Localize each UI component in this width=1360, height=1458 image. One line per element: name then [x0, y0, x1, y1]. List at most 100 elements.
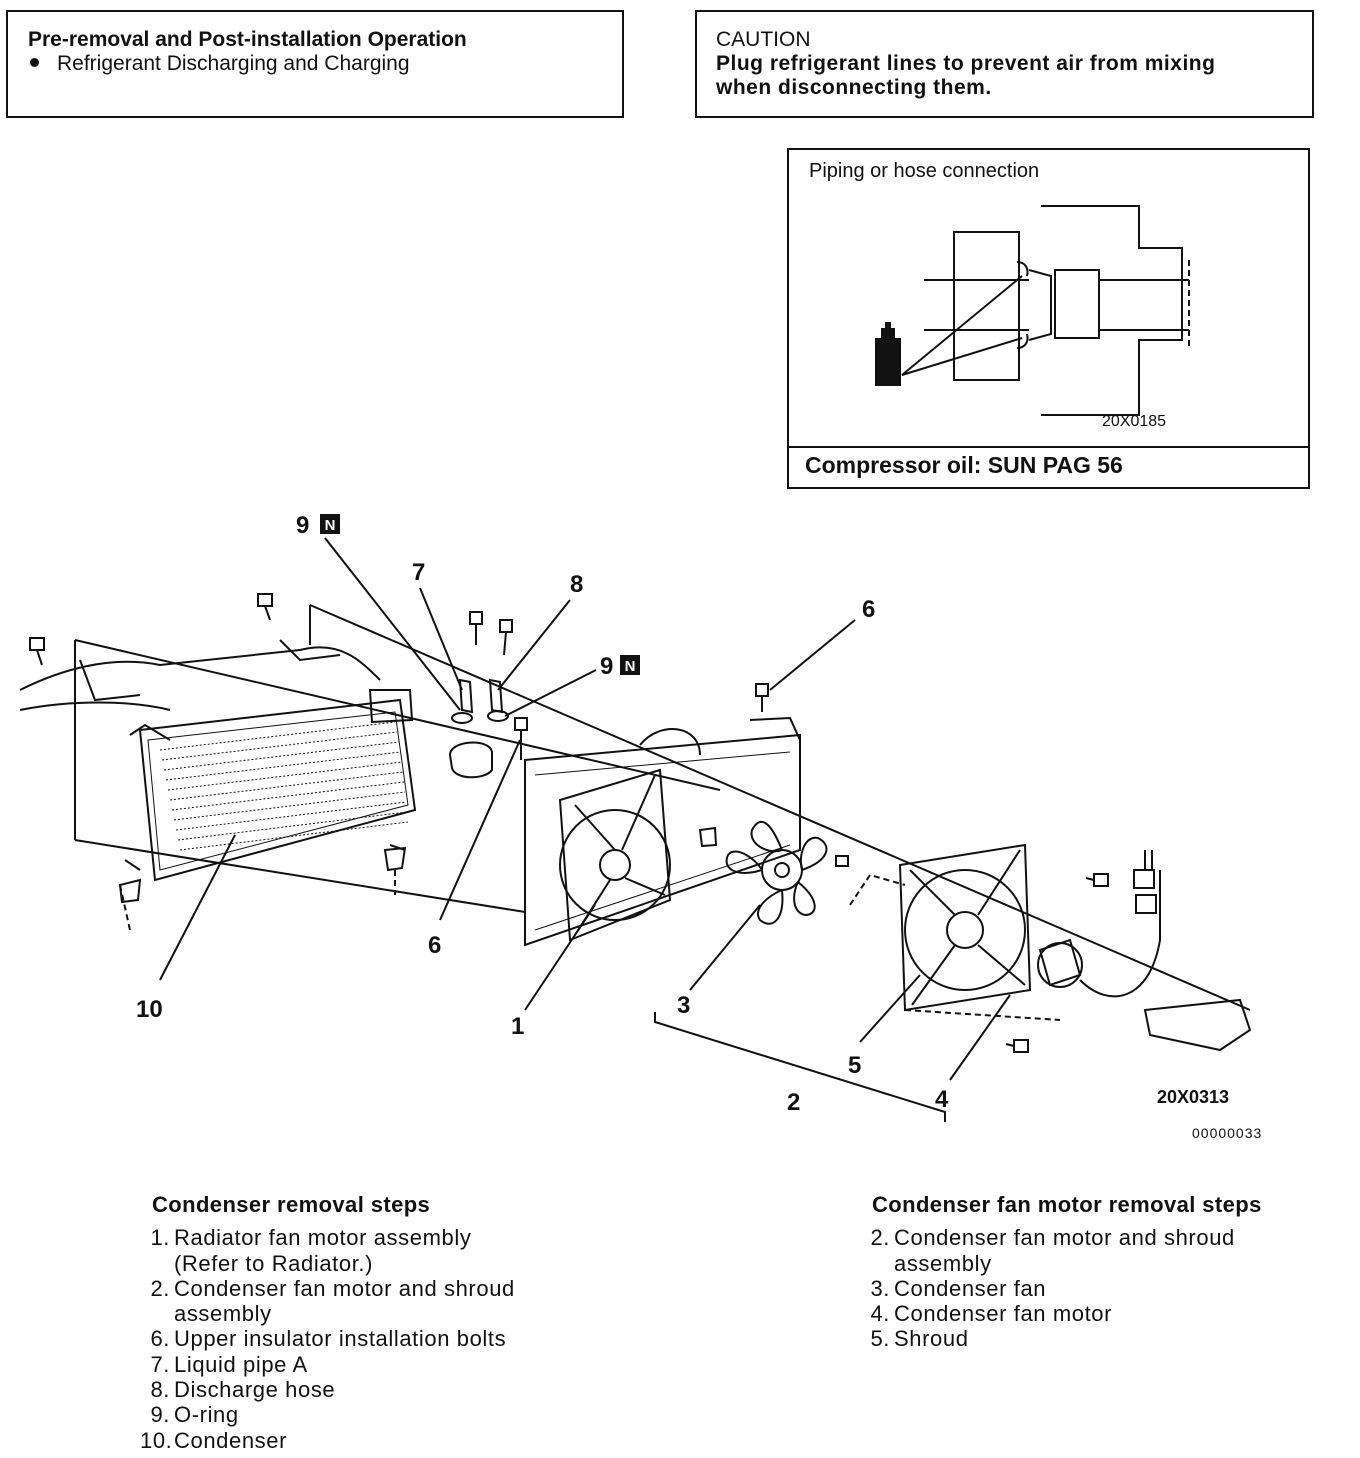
list-item: 6.Upper insulator installation bolts: [140, 1326, 515, 1351]
step-text: Discharge hose: [174, 1377, 336, 1403]
diagram-serial: 00000033: [1192, 1125, 1262, 1141]
leader-4: [949, 994, 1011, 1081]
body-panel-outline: [19, 646, 381, 691]
step-number: 3.: [870, 1275, 890, 1301]
pre-removal-title: Pre-removal and Post-installation Operat…: [28, 28, 467, 51]
step-number: 7.: [150, 1351, 170, 1377]
upper-insulator: [448, 741, 493, 779]
condenser-steps-heading: Condenser removal steps: [152, 1192, 431, 1217]
callout-7: 7: [412, 559, 425, 586]
step-number: 2.: [870, 1225, 890, 1251]
lower-insulator-left: [118, 878, 142, 904]
step-text: Condenser fan motor: [894, 1301, 1113, 1327]
caution-line-1: Plug refrigerant lines to prevent air fr…: [716, 52, 1216, 75]
new-part-badge: N: [620, 655, 640, 675]
leader-6-right: [769, 619, 856, 691]
caution-line-2: when disconnecting them.: [716, 76, 992, 99]
caution-box: CAUTION Plug refrigerant lines to preven…: [695, 10, 1314, 118]
step-text: Condenser fan motor and shroud: [174, 1275, 515, 1301]
pipe-nut: [1054, 269, 1100, 339]
bolt-icon: [469, 611, 483, 645]
frame-line-top: [309, 604, 1251, 1011]
step-number: 6.: [150, 1326, 170, 1352]
callout-6: 6: [428, 932, 441, 959]
radiator: [524, 716, 801, 947]
caution-title: CAUTION: [716, 28, 811, 51]
diagram-code: 20X0313: [1157, 1087, 1229, 1107]
leader-9-lower: [504, 669, 597, 717]
step-text: Condenser fan motor and shroud: [894, 1225, 1235, 1251]
step-number: 5.: [870, 1326, 890, 1352]
list-item: 9.O-ring: [140, 1402, 515, 1427]
callout-2: 2: [787, 1089, 800, 1116]
new-part-badge: N: [320, 514, 340, 534]
compressor-oil-label: Compressor oil: SUN PAG 56: [805, 452, 1123, 478]
bolt-icon: [1085, 873, 1109, 887]
leader-7: [419, 587, 463, 691]
step-text: Radiator fan motor assembly: [174, 1225, 472, 1251]
right-flange-block: [1041, 205, 1183, 416]
bolt-icon: [29, 637, 45, 666]
step-number: 1.: [150, 1225, 170, 1251]
leader-3: [689, 904, 761, 991]
callout-10: 10: [136, 996, 163, 1023]
step-number: 2.: [150, 1275, 170, 1301]
svg-text:N: N: [325, 517, 336, 534]
bullet-icon: [30, 57, 39, 67]
leader-1: [524, 904, 596, 1011]
list-item: 8.Discharge hose: [140, 1377, 515, 1402]
callout-4: 4: [935, 1086, 949, 1113]
pipe-left: [924, 279, 1029, 331]
lower-insulator-right: [383, 846, 407, 872]
callout-3: 3: [677, 992, 690, 1019]
pre-removal-item: Refrigerant Discharging and Charging: [30, 52, 410, 76]
step-text: Upper insulator installation bolts: [174, 1326, 507, 1352]
step-number: 8.: [150, 1377, 170, 1403]
step-text: Condenser: [174, 1427, 288, 1453]
condenser-fan-motor: [1037, 938, 1083, 988]
piping-box: Piping or hose connection 20X0185 Compr: [787, 148, 1310, 489]
bolt-icon: [1005, 1039, 1029, 1053]
callout-6: 6: [862, 596, 875, 623]
bolt-icon: [835, 855, 849, 867]
bolt-icon: [499, 619, 513, 656]
step-text-cont: assembly: [894, 1250, 992, 1276]
step-text: O-ring: [174, 1402, 239, 1428]
liquid-pipe-a: [458, 678, 474, 714]
svg-text:N: N: [625, 658, 636, 675]
shroud: [898, 843, 1032, 1012]
pre-removal-item-text: Refrigerant Discharging and Charging: [57, 52, 410, 75]
list-item: 7.Liquid pipe A: [140, 1352, 515, 1377]
wiring-harness: [1079, 870, 1161, 998]
piping-divider: [789, 446, 1308, 448]
bolt-icon: [755, 683, 769, 712]
radiator-fan-motor-assembly: [558, 768, 672, 942]
fan-steps-heading: Condenser fan motor removal steps: [872, 1192, 1262, 1217]
o-ring: [487, 710, 509, 722]
list-item: 5.Shroud: [860, 1326, 1262, 1351]
step-number: 10.: [140, 1427, 173, 1453]
connector-icon: [1133, 869, 1155, 889]
callout-9: 9: [296, 512, 309, 539]
bolt-icon: [514, 717, 528, 760]
condenser-fan: [725, 820, 828, 925]
step-text: Shroud: [894, 1326, 969, 1352]
pipe-right: [1099, 279, 1189, 331]
piping-title: Piping or hose connection: [809, 160, 1040, 182]
step-text-cont: (Refer to Radiator.): [174, 1250, 374, 1276]
callout-9: 9: [600, 653, 613, 680]
fan-motor-removal-steps: Condenser fan motor removal steps 2.Cond…: [860, 1192, 1262, 1352]
condenser: [124, 689, 417, 882]
step-number: 9.: [150, 1402, 170, 1428]
oil-can-icon: [875, 322, 901, 386]
leader-5: [859, 974, 921, 1043]
leader-9-upper: [324, 537, 461, 711]
callout-8: 8: [570, 571, 583, 598]
pre-removal-box: Pre-removal and Post-installation Operat…: [6, 10, 624, 118]
leader-line-bottom: [901, 337, 1023, 376]
list-item: 4.Condenser fan motor: [860, 1301, 1262, 1326]
bolt-icon: [257, 593, 273, 621]
piping-diagram: 20X0185: [875, 205, 1190, 430]
